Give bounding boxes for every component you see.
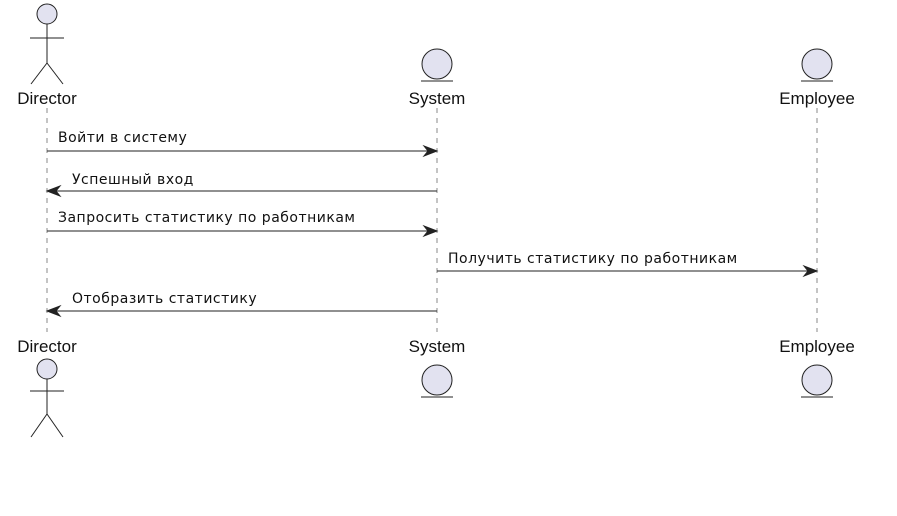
message-5: Отобразить статистику <box>45 291 437 318</box>
message-1: Войти в систему <box>47 130 439 158</box>
message-label: Успешный вход <box>72 172 194 188</box>
arrowhead-left-icon <box>45 184 62 198</box>
entity-icon <box>421 364 453 398</box>
participant-label-director: Director <box>17 337 77 356</box>
participant-label-employee: Employee <box>779 89 855 108</box>
message-label: Отобразить статистику <box>72 291 257 307</box>
participant-label-employee: Employee <box>779 337 855 356</box>
participant-director-top: Director <box>17 3 77 108</box>
participant-employee-top: Employee <box>779 48 855 108</box>
message-3: Запросить статистику по работникам <box>47 210 439 238</box>
message-label: Получить статистику по работникам <box>448 251 738 267</box>
arrowhead-right-icon <box>802 264 819 278</box>
participant-label-system: System <box>409 89 466 108</box>
participant-director-bottom: Director <box>17 337 77 438</box>
arrowhead-left-icon <box>45 304 62 318</box>
participant-label-system: System <box>409 337 466 356</box>
arrowhead-right-icon <box>422 144 439 158</box>
participant-employee-bottom: Employee <box>779 337 855 398</box>
message-label: Запросить статистику по работникам <box>58 210 355 226</box>
actor-icon <box>30 3 64 85</box>
message-label: Войти в систему <box>58 130 187 146</box>
participant-system-bottom: System <box>409 337 466 398</box>
entity-icon <box>801 364 833 398</box>
arrowhead-right-icon <box>422 224 439 238</box>
participant-system-top: System <box>409 48 466 108</box>
participant-label-director: Director <box>17 89 77 108</box>
entity-icon <box>801 48 833 82</box>
message-4: Получить статистику по работникам <box>437 251 819 278</box>
actor-icon <box>30 358 64 438</box>
message-2: Успешный вход <box>45 172 437 198</box>
entity-icon <box>421 48 453 82</box>
